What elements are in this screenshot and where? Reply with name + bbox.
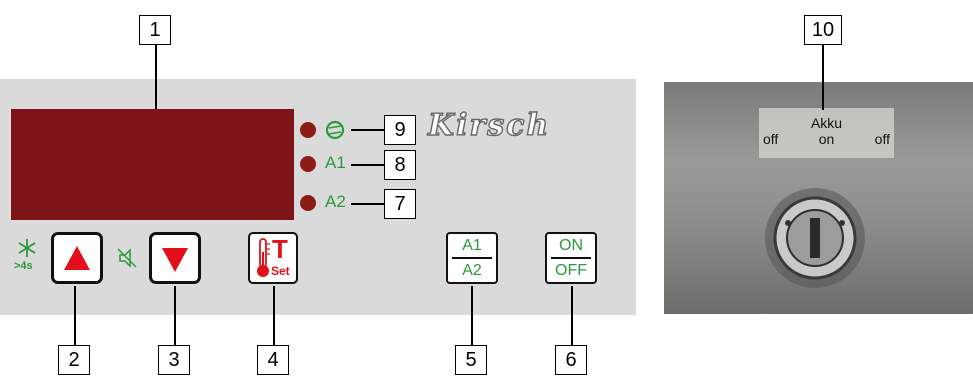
power-button-bottom: OFF [555, 262, 587, 279]
alarm-button-bottom: A2 [462, 262, 482, 279]
callout-line-2 [74, 286, 76, 345]
power-button[interactable]: ON OFF [545, 232, 597, 284]
callout-line-7 [351, 203, 384, 205]
alarm-button-top: A1 [462, 237, 482, 254]
callout-line-9 [351, 129, 384, 131]
callout-7: 7 [384, 189, 416, 219]
callout-line-3 [174, 286, 176, 345]
set-key-sub: Set [271, 264, 290, 278]
compressor-led [300, 122, 316, 138]
callout-6: 6 [555, 345, 587, 375]
a2-led-label: A2 [325, 192, 346, 211]
callout-line-10 [822, 44, 824, 110]
callout-1: 1 [139, 15, 171, 45]
power-button-top: ON [559, 237, 583, 254]
arrow-up-icon [64, 246, 90, 270]
divider [452, 257, 492, 259]
arrow-down-icon [162, 248, 188, 272]
akku-label-sticker: Akku off on off [759, 108, 894, 158]
set-temperature-button[interactable]: T Set [248, 232, 298, 284]
callout-8: 8 [384, 150, 416, 180]
callout-3: 3 [158, 345, 190, 375]
callout-2: 2 [58, 345, 90, 375]
position-on: on [818, 131, 835, 147]
up-button[interactable] [51, 232, 103, 284]
snowflake-icon [18, 239, 36, 257]
callout-5: 5 [455, 345, 487, 375]
callout-10: 10 [804, 15, 842, 45]
set-key-letter: T [272, 234, 288, 264]
callout-line-8 [351, 164, 384, 166]
divider [551, 257, 591, 259]
akku-title: Akku [810, 115, 843, 131]
position-off-right: off [874, 131, 890, 147]
a2-led [300, 195, 316, 211]
callout-line-5 [471, 286, 473, 345]
a1-led [300, 156, 316, 172]
alarm-toggle-button[interactable]: A1 A2 [446, 232, 498, 284]
callout-line-4 [273, 286, 275, 345]
brand-logo: Kirsch [427, 107, 551, 143]
key-lock-icon [765, 188, 865, 288]
speaker-mute-icon [117, 248, 137, 268]
callout-line-1 [155, 44, 157, 109]
a1-led-label: A1 [325, 153, 346, 172]
compressor-icon [325, 120, 345, 140]
display-screen [11, 109, 294, 220]
defrost-hint: >4s [14, 260, 33, 272]
position-off-left: off [763, 131, 779, 147]
down-button[interactable] [149, 232, 201, 284]
callout-9: 9 [384, 115, 416, 145]
callout-line-6 [571, 286, 573, 345]
thermometer-icon [257, 238, 270, 277]
callout-4: 4 [257, 345, 289, 375]
